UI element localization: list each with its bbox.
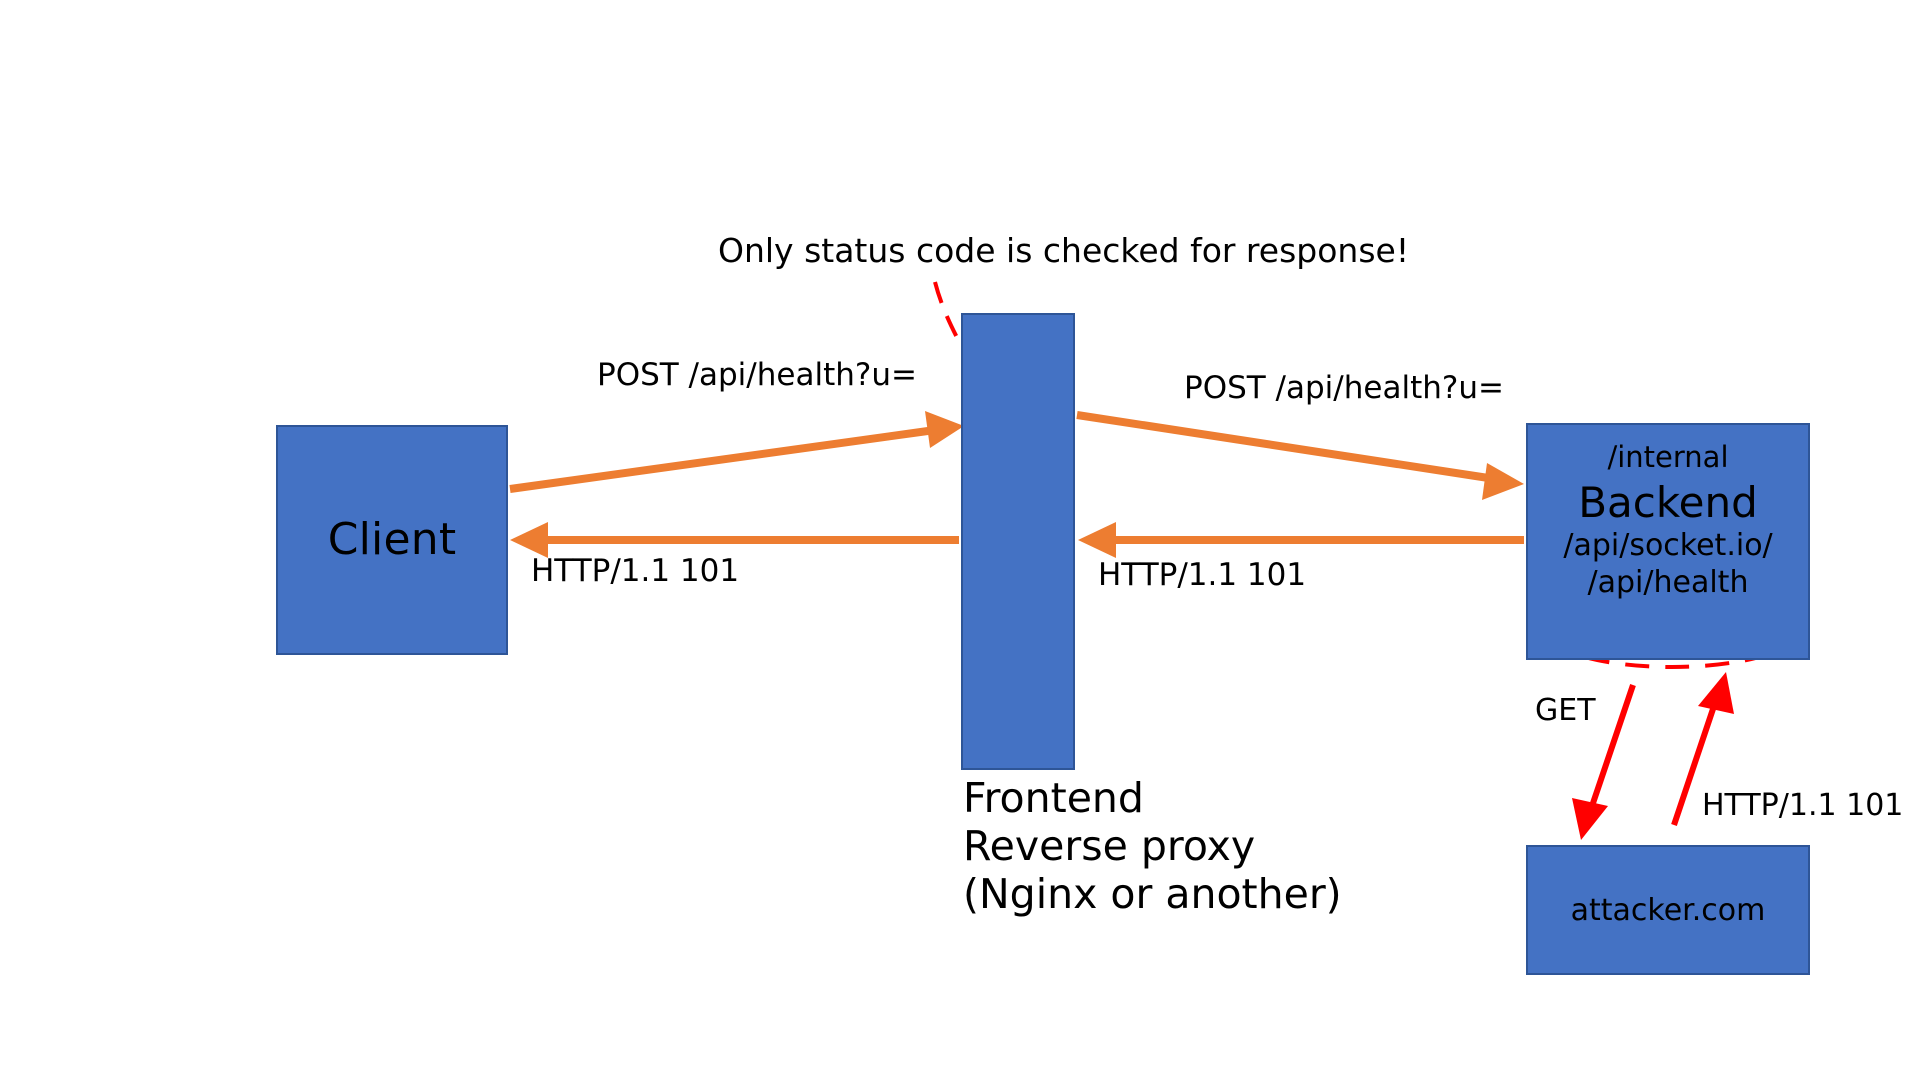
label-backend-to-attacker-request: GET [1535, 693, 1596, 728]
backend-route-socketio: /api/socket.io/ [1563, 528, 1773, 564]
attacker-label: attacker.com [1570, 892, 1766, 928]
backend-route-internal: /internal [1607, 440, 1729, 474]
headline-note: Only status code is checked for response… [718, 231, 1410, 270]
node-attacker[interactable]: attacker.com [1526, 845, 1810, 975]
label-frontend-to-backend-request: POST /api/health?u= [1184, 370, 1504, 406]
backend-route-health: /api/health [1587, 564, 1749, 600]
arrow-frontend-to-backend [1076, 411, 1524, 500]
label-frontend-to-client-response: HTTP/1.1 101 [531, 553, 740, 589]
node-client[interactable]: Client [276, 425, 508, 655]
frontend-caption: Frontend Reverse proxy (Nginx or another… [963, 774, 1342, 919]
label-backend-to-frontend-response: HTTP/1.1 101 [1098, 557, 1307, 593]
arrow-client-to-frontend [509, 411, 964, 493]
backend-label: Backend [1578, 477, 1758, 527]
frontend-caption-line-1: Frontend [963, 774, 1144, 822]
frontend-caption-line-2: Reverse proxy [963, 821, 1256, 870]
label-client-to-frontend-request: POST /api/health?u= [597, 357, 917, 393]
node-frontend-reverse-proxy[interactable] [961, 313, 1075, 770]
arrow-backend-to-frontend [1078, 522, 1524, 558]
node-backend[interactable]: /internal Backend /api/socket.io/ /api/h… [1526, 423, 1810, 660]
frontend-caption-line-3: (Nginx or another) [963, 869, 1342, 918]
label-attacker-to-backend-response: HTTP/1.1 101 [1702, 788, 1904, 823]
client-label: Client [327, 513, 457, 565]
